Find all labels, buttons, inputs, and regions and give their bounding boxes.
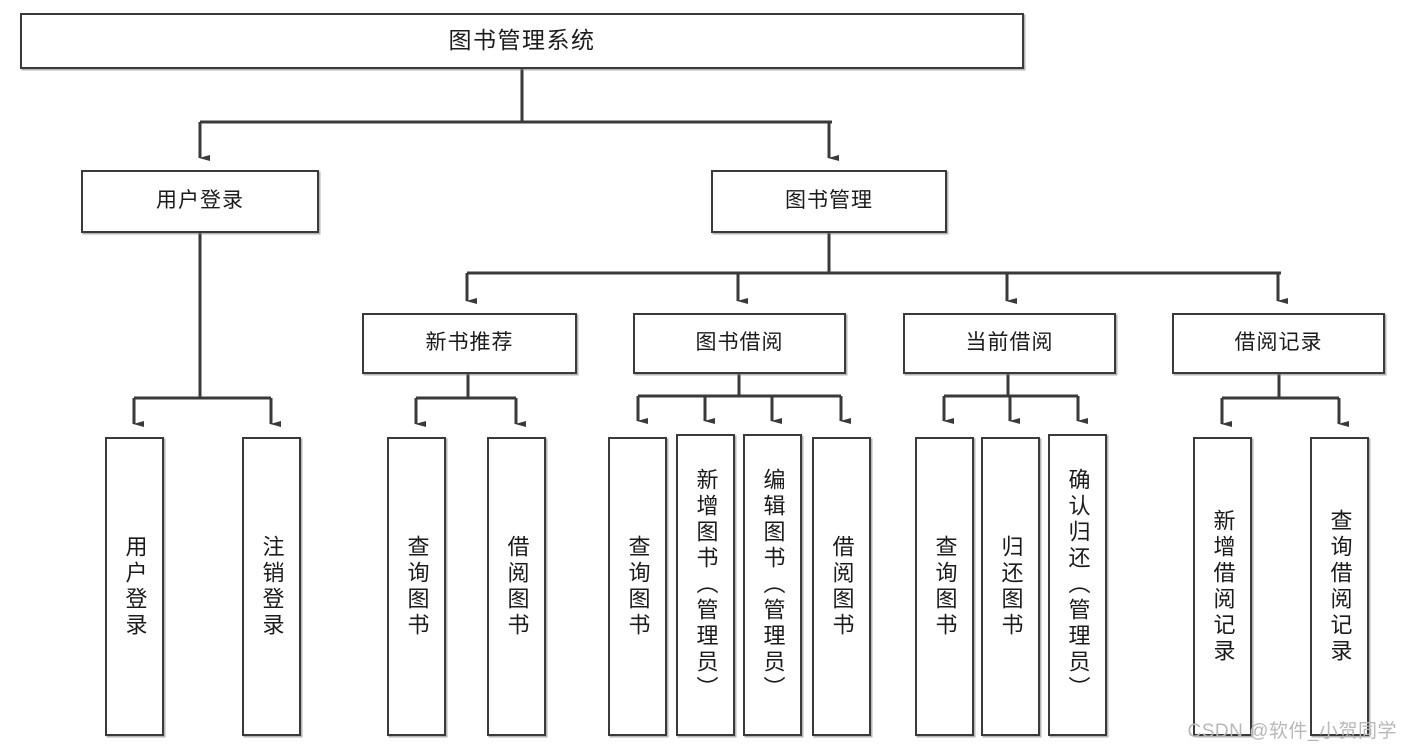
node-book-borrow[interactable]: 图书借阅: [633, 313, 846, 374]
node-label: 图书借阅: [695, 331, 784, 355]
leaf-bb-add-book[interactable]: 新增图书（管理员）: [676, 434, 735, 736]
watermark-text: CSDN @软件_小贺同学: [1187, 721, 1397, 742]
node-root-system[interactable]: 图书管理系统: [20, 13, 1024, 69]
leaf-user-login[interactable]: 用户登录: [105, 437, 164, 736]
node-label: 借阅图书: [504, 534, 530, 639]
node-label: 查询借阅记录: [1327, 508, 1353, 665]
node-label: 用户登录: [156, 189, 244, 213]
node-label: 确认归还（管理员）: [1065, 468, 1091, 702]
node-label: 查询图书: [932, 534, 958, 639]
node-borrow-record[interactable]: 借阅记录: [1172, 313, 1385, 374]
leaf-nbr-borrow-book[interactable]: 借阅图书: [487, 437, 546, 736]
leaf-cb-query-book[interactable]: 查询图书: [915, 437, 974, 736]
node-label: 归还图书: [998, 534, 1024, 639]
node-label: 新增图书（管理员）: [693, 468, 719, 702]
node-label: 查询图书: [625, 534, 651, 639]
node-label: 编辑图书（管理员）: [760, 468, 786, 702]
leaf-br-query-record[interactable]: 查询借阅记录: [1310, 437, 1369, 736]
leaf-bb-borrow-book[interactable]: 借阅图书: [812, 437, 871, 736]
node-label: 借阅记录: [1234, 331, 1323, 355]
node-label: 图书管理: [785, 189, 873, 213]
leaf-logout[interactable]: 注销登录: [242, 437, 301, 736]
node-label: 新书推荐: [425, 331, 514, 355]
node-new-book-recommend[interactable]: 新书推荐: [362, 313, 577, 374]
node-label: 新增借阅记录: [1210, 508, 1236, 665]
leaf-bb-query-book[interactable]: 查询图书: [608, 437, 667, 736]
leaf-nbr-query-book[interactable]: 查询图书: [387, 437, 446, 736]
node-label: 用户登录: [122, 534, 148, 639]
leaf-br-add-record[interactable]: 新增借阅记录: [1193, 437, 1252, 736]
leaf-bb-edit-book[interactable]: 编辑图书（管理员）: [743, 434, 802, 736]
node-book-management[interactable]: 图书管理: [711, 170, 947, 233]
node-label: 借阅图书: [829, 534, 855, 639]
node-label: 注销登录: [259, 534, 285, 639]
node-label: 图书管理系统: [448, 27, 596, 54]
node-user-login[interactable]: 用户登录: [81, 170, 319, 233]
node-label: 当前借阅: [965, 331, 1054, 355]
node-label: 查询图书: [404, 534, 430, 639]
leaf-cb-return-book[interactable]: 归还图书: [981, 437, 1040, 736]
node-current-borrow[interactable]: 当前借阅: [903, 313, 1116, 374]
leaf-cb-confirm-return[interactable]: 确认归还（管理员）: [1048, 434, 1107, 736]
